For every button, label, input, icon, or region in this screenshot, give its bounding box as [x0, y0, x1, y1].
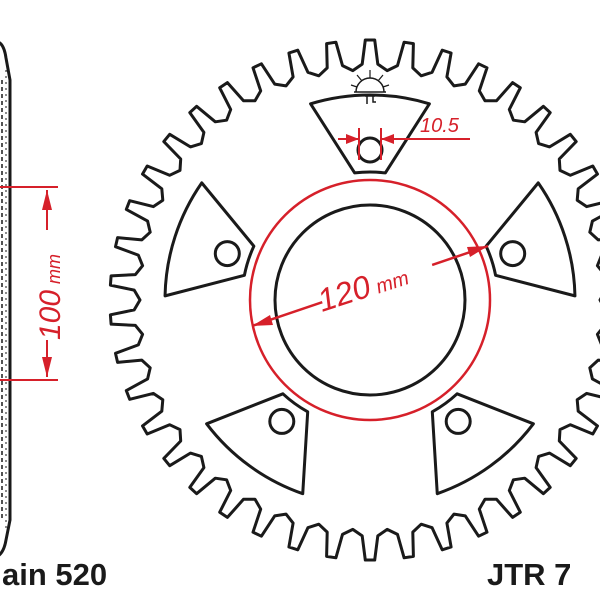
bolt-arrow-left [346, 134, 359, 144]
logo-ray [382, 84, 390, 88]
lightening-cutout [205, 392, 310, 496]
height-label-bg [36, 230, 60, 340]
sun-logo-icon [350, 70, 390, 104]
pcd-circle [248, 178, 492, 422]
lightening-cutout [484, 181, 577, 298]
bolt-hole [444, 407, 472, 435]
height-arrow-top [42, 190, 52, 210]
bolt-arrow-right [381, 134, 394, 144]
logo-ray [377, 74, 384, 82]
side-profile-view [0, 41, 12, 557]
sprocket-teeth-outline [108, 38, 600, 562]
pcd-dimension: 120mm [248, 178, 492, 422]
lightening-cutout [430, 392, 535, 496]
height-unit: mm [44, 254, 64, 284]
bolt-hole [356, 136, 384, 164]
pcd-label-bg [315, 245, 441, 327]
height-arrow-bottom [42, 357, 52, 377]
pcd-arrow-right [467, 246, 488, 257]
bolt-hole [499, 240, 527, 268]
height-dimension-label: 100 mm [34, 254, 67, 340]
lightening-cutouts [163, 93, 577, 496]
bolt-hole-dimension: 10.5 [338, 115, 470, 160]
logo-ray [356, 74, 363, 82]
logo-ray [350, 84, 358, 88]
bolt-hole [268, 407, 296, 435]
lightening-cutout [163, 181, 256, 298]
logo-mark [365, 95, 376, 104]
side-profile-outline [0, 41, 12, 557]
chain-size-label: ain 520 [2, 557, 107, 592]
logo-arc [355, 77, 385, 93]
part-number-label: JTR 7 [487, 557, 571, 592]
pcd-arrow-left [252, 315, 273, 326]
height-value: 100 [34, 290, 67, 340]
lightening-cutout [309, 93, 431, 175]
bolt-hole-label: 10.5 [420, 115, 460, 137]
center-bore [273, 203, 467, 397]
bolt-hole [213, 240, 241, 268]
height-dimension: 100 mm [0, 186, 67, 381]
